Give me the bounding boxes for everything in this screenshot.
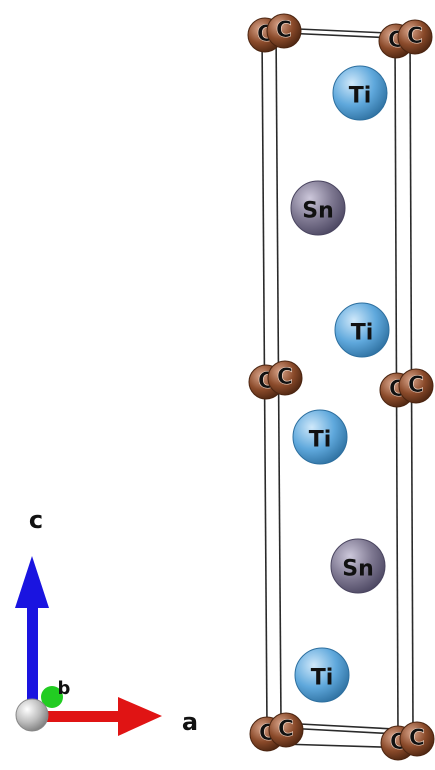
atom-label: Ti <box>351 320 374 345</box>
atom-label: Ti <box>349 83 372 108</box>
atom-label: Sn <box>342 556 374 581</box>
carbon-atom: C <box>397 19 433 55</box>
carbon-atom: C <box>399 721 435 757</box>
carbon-atom: C <box>398 368 434 404</box>
tin-atom: Sn <box>330 538 386 594</box>
axis-origin-sphere <box>15 698 49 732</box>
axis-triad: c b a <box>15 506 198 736</box>
carbon-atom: C <box>266 13 302 49</box>
atom-label: C <box>278 717 294 742</box>
atom-label: C <box>276 18 292 43</box>
a-axis-label: a <box>182 708 198 736</box>
c-axis-arrow <box>15 556 49 710</box>
c-axis-label: c <box>29 506 43 534</box>
tin-atom: Sn <box>290 180 346 236</box>
atom-label: Ti <box>311 665 334 690</box>
b-axis-label: b <box>58 678 71 699</box>
atom-label: Ti <box>309 427 332 452</box>
atom-label: C <box>409 726 425 751</box>
carbon-atom: C <box>268 712 304 748</box>
b-axis-arrow <box>41 686 63 708</box>
atom-label: C <box>408 373 424 398</box>
carbon-atom: C <box>267 360 303 396</box>
titanium-atom: Ti <box>292 409 348 465</box>
atom-label: C <box>407 24 423 49</box>
titanium-atom: Ti <box>294 647 350 703</box>
titanium-atom: Ti <box>334 302 390 358</box>
a-axis-arrow <box>40 697 162 736</box>
atom-label: C <box>277 365 293 390</box>
atom-label: Sn <box>302 198 334 223</box>
titanium-atom: Ti <box>332 65 388 121</box>
